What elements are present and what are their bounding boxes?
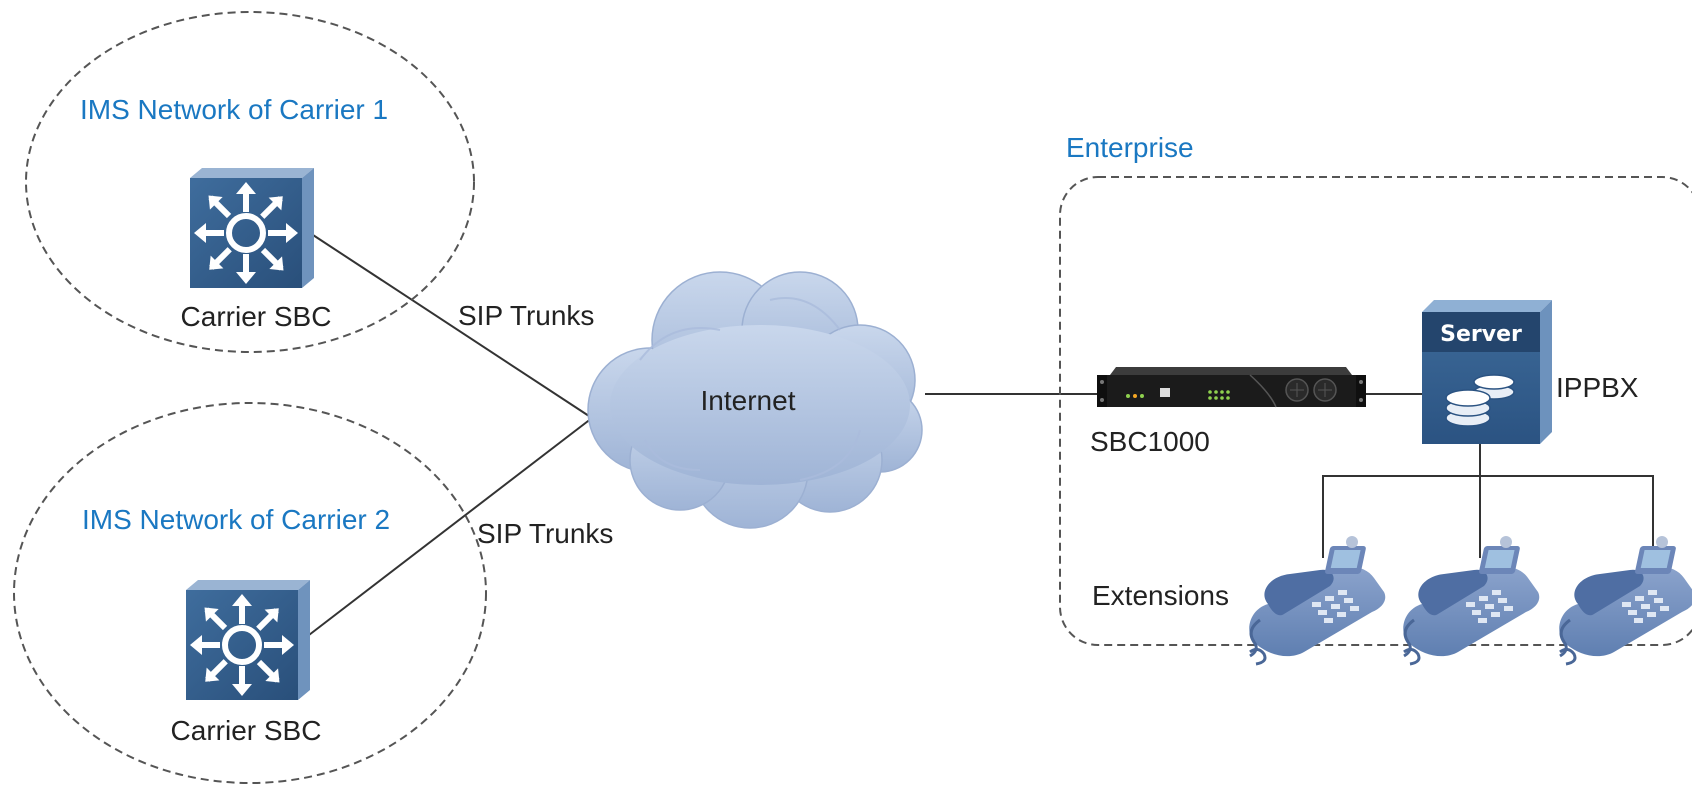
carrier1-sbc-label: Carrier SBC [181, 301, 332, 332]
phone-icon [1557, 534, 1692, 666]
ippbx-label: IPPBX [1556, 372, 1639, 403]
carrier2-zone-label: IMS Network of Carrier 2 [82, 504, 390, 535]
carrier1-boundary [25, 11, 475, 353]
cloud-icon [587, 271, 923, 529]
router-icon [168, 571, 316, 719]
internet-label: Internet [701, 385, 796, 416]
carrier1-link-label: SIP Trunks [458, 300, 594, 331]
enterprise-zone-label: Enterprise [1066, 132, 1194, 163]
link-carrier2-internet [308, 417, 593, 636]
carrier2-zone: IMS Network of Carrier 2 Carrier SBC [13, 402, 487, 784]
link-carrier1-internet [312, 234, 593, 419]
carrier2-boundary [13, 402, 487, 784]
carrier2-sbc-label: Carrier SBC [171, 715, 322, 746]
link-phone-bus [1322, 475, 1654, 558]
enterprise-boundary [1059, 176, 1692, 646]
carrier1-zone-label: IMS Network of Carrier 1 [80, 94, 388, 125]
sbc1000-label: SBC1000 [1090, 426, 1210, 457]
enterprise-zone: Enterprise SBC1000 Server [1059, 132, 1692, 666]
router-icon [172, 159, 320, 307]
carrier2-link-label: SIP Trunks [477, 518, 613, 549]
carrier1-zone: IMS Network of Carrier 1 Carrier SBC [25, 11, 475, 353]
server-word: Server [1440, 322, 1522, 347]
extensions-label: Extensions [1092, 580, 1229, 611]
server-icon: Server [1422, 300, 1552, 444]
sbc-appliance-icon [1097, 367, 1366, 408]
connection-lines [308, 234, 1654, 636]
